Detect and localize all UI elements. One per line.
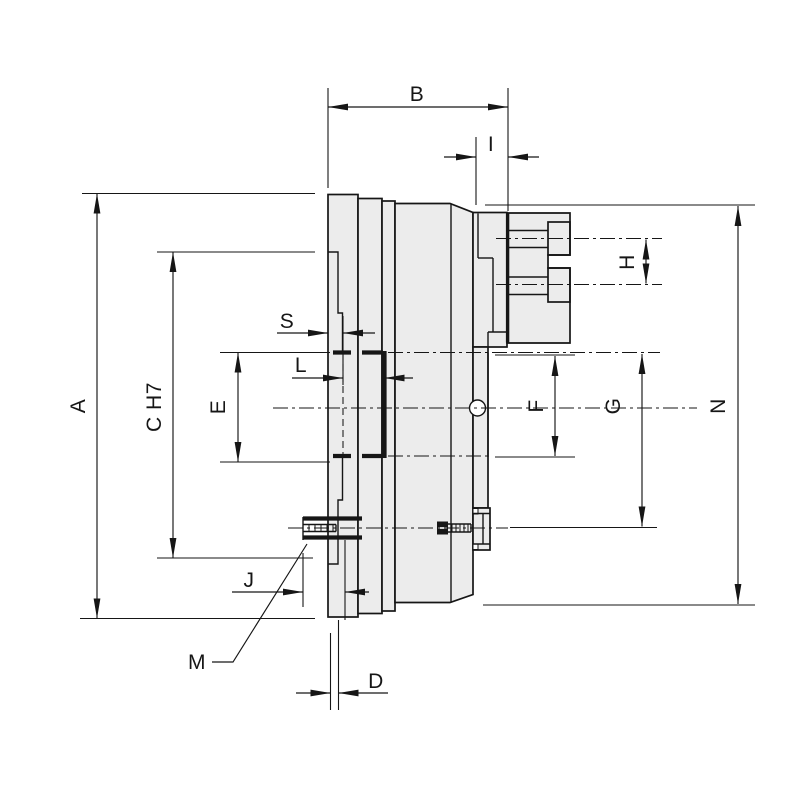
dim-label-L: L: [295, 354, 307, 377]
dimension-E: E: [207, 351, 330, 463]
dimension-B: B: [327, 83, 509, 211]
dim-label-C: C H7: [143, 382, 166, 432]
dimension-H: H: [616, 239, 650, 284]
dim-label-I: I: [488, 133, 494, 156]
leader-line-M: [212, 543, 308, 663]
dimension-G: G: [510, 354, 657, 529]
dim-label-J: J: [244, 569, 255, 592]
boss-notch-bottom: [472, 543, 479, 550]
dim-label-G: G: [602, 398, 625, 415]
adapter-plate: [357, 197, 383, 615]
back-plate: [327, 193, 359, 618]
dimension-F: F: [495, 354, 575, 458]
dimension-N: N: [483, 204, 755, 606]
dimension-A: A: [67, 192, 315, 620]
dim-label-D: D: [368, 670, 384, 693]
dim-label-F: F: [525, 399, 548, 412]
dimension-D: D: [296, 620, 388, 710]
front-face-ring: [472, 346, 489, 509]
part-body: [327, 193, 571, 618]
callout-M: M: [188, 543, 308, 674]
dimension-S: S: [277, 310, 375, 385]
dim-label-S: S: [280, 310, 295, 333]
dim-label-N: N: [707, 398, 730, 414]
dimension-J: J: [232, 540, 369, 620]
dim-label-B: B: [410, 83, 425, 106]
dimension-I: I: [444, 133, 539, 205]
operating-screw: [437, 521, 472, 535]
dim-label-M: M: [188, 651, 206, 674]
dim-label-H: H: [616, 254, 639, 270]
chuck-body: [394, 202, 474, 604]
dim-label-E: E: [207, 400, 230, 415]
bolt-hole-marks: [333, 350, 387, 459]
dim-label-A: A: [67, 399, 90, 414]
dimension-L: L: [292, 354, 413, 382]
dimension-C: C H7: [143, 251, 315, 559]
operating-key-boss: [472, 507, 491, 551]
chuck-jaw: [506, 212, 571, 344]
spigot-groove-bottom: [328, 457, 344, 565]
mounting-bolt: [302, 516, 362, 540]
